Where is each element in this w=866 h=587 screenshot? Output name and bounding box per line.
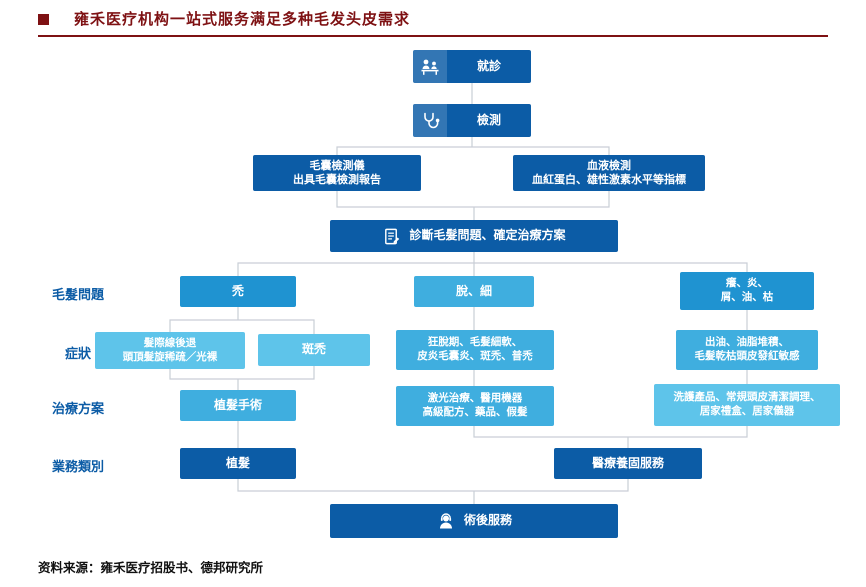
diagnose-label: 診斷毛髮問題、確定治療方案: [409, 228, 566, 243]
report-icon: [382, 227, 401, 246]
treatment-laser-box: 激光治療、醫用機器 高級配方、藥品、假髮: [396, 386, 554, 426]
follicle-test-box: 毛囊檢測儀 出具毛囊檢測報告: [253, 155, 421, 191]
test-box: 檢測: [413, 104, 531, 137]
symptom-oily-box: 出油、油脂堆積、 毛髮乾枯頭皮發紅敏感: [676, 330, 818, 370]
title-bullet: [38, 14, 49, 25]
blood-test-box: 血液檢測 血紅蛋白、雄性激素水平等指標: [513, 155, 705, 191]
symptom-shedding-box: 狂脫期、毛髮細軟、 皮炎毛囊炎、斑禿、普禿: [396, 330, 554, 370]
row-label-treatment: 治療方案: [51, 402, 104, 417]
source-note: 资料来源：雍禾医疗招股书、德邦研究所: [38, 560, 264, 575]
visit-label: 就診: [476, 58, 501, 73]
page-title: 雍禾医疗机构一站式服务满足多种毛发头皮需求: [74, 10, 411, 28]
treatment-surgery-box: 植髮手術: [180, 390, 296, 421]
business-medical-care-box: 醫療養固服務: [554, 448, 702, 479]
row-label-symptom: 症狀: [64, 347, 91, 362]
test-label: 檢測: [476, 112, 501, 127]
problem-loss-box: 脫、細: [414, 276, 534, 307]
problem-itch-box: 癢、炎、 屑、油、枯: [680, 272, 814, 310]
title-underline: [38, 35, 828, 37]
aftercare-box: 術後服務: [330, 504, 618, 538]
treatment-wash-box: 洗護產品、常規頭皮清潔調理、 居家禮盒、居家儀器: [654, 384, 840, 426]
row-label-hair-problem: 毛髮問題: [51, 288, 104, 303]
diagnose-box: 診斷毛髮問題、確定治療方案: [330, 220, 618, 252]
stethoscope-icon: [413, 104, 447, 137]
symptom-hairline-box: 髮際線後退 頭頂髮旋稀疏／光裸: [95, 332, 245, 369]
row-label-business: 業務類別: [51, 460, 104, 475]
business-transplant-box: 植髮: [180, 448, 296, 479]
visit-box: 就診: [413, 50, 531, 83]
symptom-areata-box: 斑禿: [258, 334, 370, 366]
problem-bald-box: 禿: [180, 276, 296, 307]
support-person-icon: [436, 511, 456, 531]
aftercare-label: 術後服務: [463, 513, 512, 528]
doctor-visit-icon: [413, 50, 447, 83]
